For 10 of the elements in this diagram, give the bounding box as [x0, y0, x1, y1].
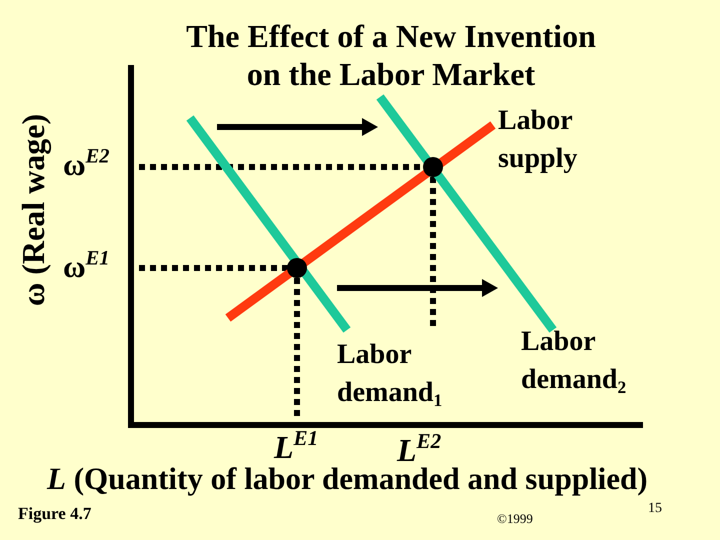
curve-label: Labor supply: [498, 104, 578, 176]
curve-label: Labor demand$_{1}$: [337, 338, 444, 412]
axis-title: ω (Real wage): [14, 114, 52, 306]
copyright-notice: ©1999: [497, 511, 533, 527]
axis-tick-label: ω$^{E1}$: [63, 248, 110, 286]
figure-caption: Figure 4.7: [18, 504, 92, 524]
axis-tick-label: ω$^{E2}$: [63, 146, 110, 184]
slide-number: 15: [648, 501, 662, 517]
curve-label: Labor demand$_{2}$: [521, 325, 628, 399]
chart-title: The Effect of a New Invention on the Labor Market: [185, 17, 597, 93]
